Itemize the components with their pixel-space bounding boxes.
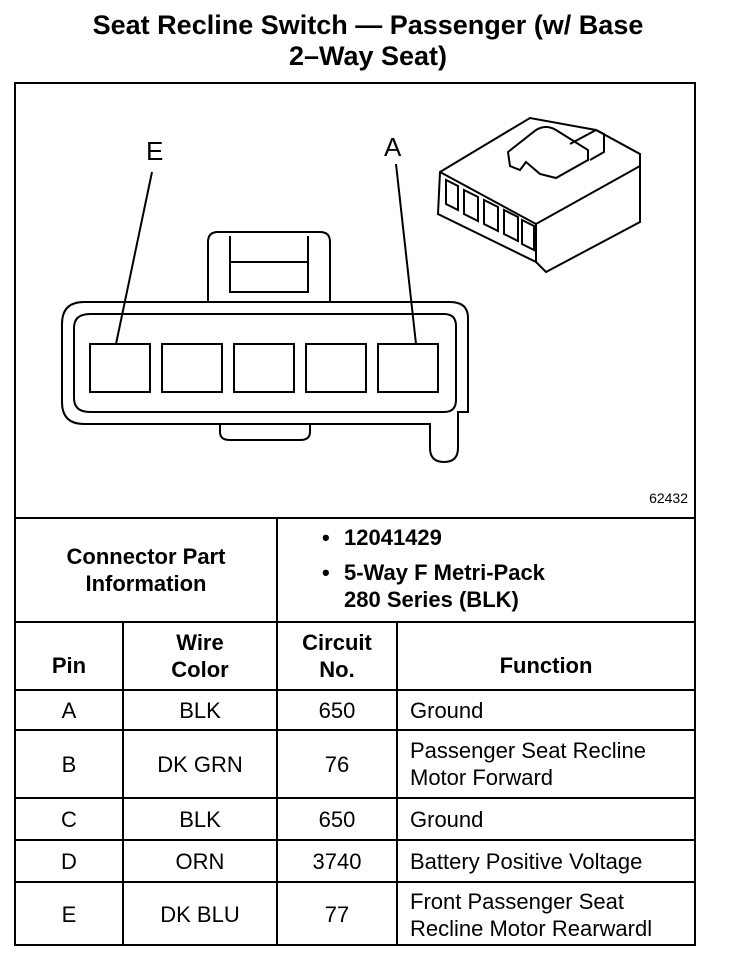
connector-body	[61, 301, 469, 464]
iso-connector-illustration	[436, 116, 641, 274]
row-d-wire: ORN	[175, 848, 225, 874]
row-e-wire: DK BLU	[160, 902, 240, 927]
part-number: 12041429	[344, 525, 442, 550]
connector-key	[219, 424, 311, 441]
title-line-2: 2–Way Seat)	[288, 41, 448, 71]
divider	[276, 517, 278, 621]
divider	[276, 621, 278, 946]
cavity-c	[233, 343, 295, 393]
pin-label-a: A	[384, 132, 402, 162]
row-c-wire: BLK	[179, 806, 221, 832]
row-b-function-line-2: Motor Forward	[410, 765, 554, 790]
row-a-pin: A	[61, 697, 77, 723]
row-e-circuit: 77	[324, 902, 350, 927]
cavity-d	[161, 343, 223, 393]
header-circuit-line-1: Circuit	[302, 630, 372, 655]
divider	[122, 621, 124, 946]
divider	[14, 797, 696, 799]
connector-diagram: E A	[61, 116, 641, 464]
connector-description-line-1: 5-Way F Metri-Pack	[344, 560, 545, 585]
header-circuit-line-2: No.	[319, 657, 355, 682]
divider	[14, 839, 696, 841]
divider	[14, 621, 696, 623]
row-b-wire: DK GRN	[157, 751, 243, 777]
header-function: Function	[499, 653, 593, 678]
connector-info-values: •12041429 •5-Way F Metri-Pack 280 Series…	[322, 525, 545, 612]
leader-e	[115, 171, 153, 345]
connector-info-label: Connector Part Information	[16, 519, 276, 621]
connector-info-label-line-1: Connector Part	[66, 544, 226, 569]
row-d-function: Battery Positive Voltage	[410, 848, 643, 874]
row-d-circuit: 3740	[312, 848, 362, 874]
connector-description-line-2: 280 Series (BLK)	[344, 587, 519, 612]
header-wire-color-line-1: Wire	[176, 630, 224, 655]
row-e-function-line-2: Recline Motor Rearwardl	[410, 915, 653, 941]
row-a-circuit: 650	[318, 697, 356, 723]
connector-latch	[207, 231, 331, 302]
row-d-pin: D	[61, 848, 77, 874]
row-e-pin: E	[61, 902, 77, 927]
row-b-circuit: 76	[324, 751, 350, 777]
row-c-circuit: 650	[318, 806, 356, 832]
leader-a	[395, 163, 417, 345]
page-title: Seat Recline Switch — Passenger (w/ Base…	[0, 10, 736, 72]
row-c-function: Ground	[410, 806, 484, 832]
cavity-b	[305, 343, 367, 393]
row-c-pin: C	[61, 806, 77, 832]
figure-number: 62432	[649, 490, 688, 506]
header-pin: Pin	[51, 653, 87, 678]
row-a-function: Ground	[410, 697, 484, 723]
diagram-frame	[14, 82, 696, 946]
divider	[14, 881, 696, 883]
header-wire-color-line-2: Color	[171, 657, 229, 682]
title-line-1: Seat Recline Switch — Passenger (w/ Base	[92, 10, 644, 40]
connector-info-label-line-2: Information	[85, 571, 207, 596]
divider	[396, 621, 398, 946]
cavity-e	[89, 343, 151, 393]
row-a-wire: BLK	[179, 697, 221, 723]
row-e-function-line-1: Front Passenger Seat	[410, 888, 625, 914]
divider	[14, 689, 696, 691]
row-b-pin: B	[61, 751, 77, 777]
row-b-function-line-1: Passenger Seat Recline	[410, 738, 647, 763]
divider	[14, 729, 696, 731]
cavity-a	[377, 343, 439, 393]
divider	[14, 517, 696, 519]
pin-label-e: E	[146, 136, 163, 166]
